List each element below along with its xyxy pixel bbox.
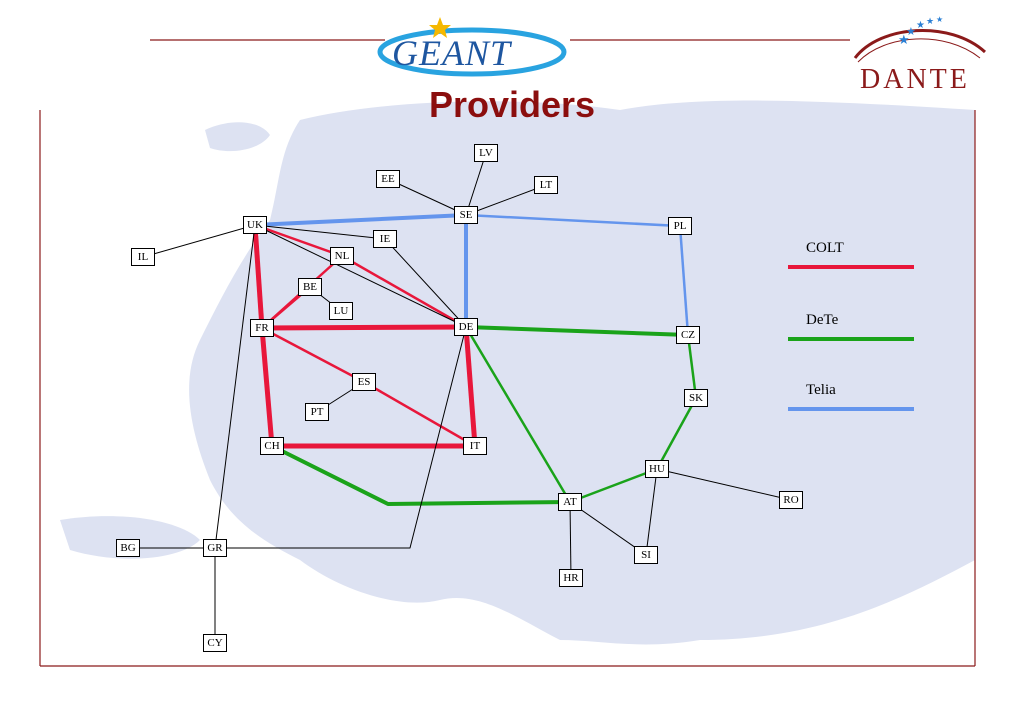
legend-lines (788, 265, 914, 411)
svg-text:★: ★ (936, 15, 943, 24)
legend-label-colt: COLT (806, 240, 844, 256)
link-hu-ro (656, 468, 792, 501)
link-ch-at (271, 444, 571, 506)
node-be: BE (298, 278, 322, 296)
link-cz-sk (686, 334, 698, 399)
link-at-hr (569, 501, 572, 579)
node-lu: LU (329, 302, 353, 320)
link-fr-es (261, 326, 365, 384)
node-it: IT (463, 437, 487, 455)
node-gr: GR (203, 539, 227, 557)
node-cz: CZ (676, 326, 700, 344)
node-lv: LV (474, 144, 498, 162)
geant-logo-text: GEANT (392, 33, 512, 73)
link-sk-hu (655, 397, 698, 470)
node-es: ES (352, 373, 376, 391)
node-pl: PL (668, 217, 692, 235)
svg-text:★: ★ (898, 33, 910, 48)
link-hu-at (569, 467, 658, 504)
link-lt-se (465, 184, 547, 216)
dante-logo-text: DANTE (860, 64, 970, 95)
node-pt: PT (305, 403, 329, 421)
link-ie-de (384, 238, 467, 328)
link-de-cz (465, 325, 689, 337)
link-hu-si (645, 468, 658, 556)
link-uk-ie (254, 224, 386, 240)
node-hu: HU (645, 460, 669, 478)
legend-label-dete: DeTe (806, 312, 839, 328)
svg-text:★: ★ (926, 17, 934, 27)
node-de: DE (454, 318, 478, 336)
link-pl-cz (678, 225, 690, 336)
europe-map-background (60, 100, 976, 645)
link-at-si (569, 501, 647, 556)
link-fr-de (261, 324, 467, 331)
node-ro: RO (779, 491, 803, 509)
link-uk-nl (254, 223, 343, 258)
node-at: AT (558, 493, 582, 511)
node-uk: UK (243, 216, 267, 234)
link-gr-de (215, 326, 467, 549)
link-es-it (363, 380, 476, 448)
link-uk-il (142, 224, 256, 258)
node-ie: IE (373, 230, 397, 248)
node-si: SI (634, 546, 658, 564)
link-uk-fr (252, 224, 265, 329)
link-de-at (464, 326, 572, 503)
link-se-pl (465, 213, 681, 228)
node-hr: HR (559, 569, 583, 587)
node-lt: LT (534, 176, 558, 194)
link-ee-se (387, 178, 467, 216)
node-ch: CH (260, 437, 284, 455)
dante-logo-arc: ★ ★ ★ ★ ★ (853, 15, 987, 63)
page-title: Providers (428, 84, 596, 125)
link-de-it (463, 326, 478, 447)
node-fr: FR (250, 319, 274, 337)
legend-label-telia: Telia (806, 382, 836, 398)
link-lv-se (465, 152, 487, 216)
link-fr-ch (259, 327, 275, 447)
star-icon (429, 17, 451, 38)
node-cy: CY (203, 634, 227, 652)
node-il: IL (131, 248, 155, 266)
link-uk-de (254, 224, 467, 328)
geant-logo-swoosh (377, 17, 567, 77)
svg-text:★: ★ (906, 25, 916, 38)
network-links (128, 152, 792, 643)
node-ee: EE (376, 170, 400, 188)
node-bg: BG (116, 539, 140, 557)
node-sk: SK (684, 389, 708, 407)
svg-text:★: ★ (916, 20, 925, 31)
node-nl: NL (330, 247, 354, 265)
node-se: SE (454, 206, 478, 224)
link-uk-gr (214, 224, 256, 549)
link-nl-de (341, 254, 467, 329)
link-uk-se (254, 213, 467, 227)
